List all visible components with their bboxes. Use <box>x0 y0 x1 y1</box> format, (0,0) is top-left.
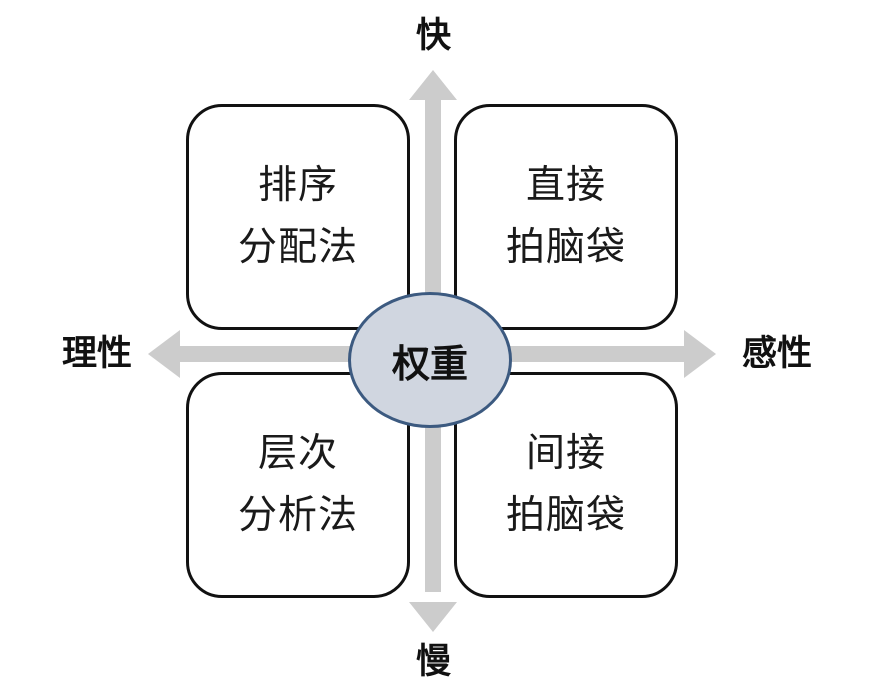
down-arrow-head <box>409 602 457 632</box>
quadrant-bottom-right: 间接 拍脑袋 <box>454 372 678 598</box>
axis-label-slow: 慢 <box>416 642 452 682</box>
axis-label-rational: 理性 <box>62 334 133 374</box>
quadrant-title: 层次 <box>257 431 338 476</box>
right-arrow-head <box>684 330 716 378</box>
quadrant-bottom-left: 层次 分析法 <box>186 372 410 598</box>
quadrant-top-left: 排序 分配法 <box>186 104 410 330</box>
quadrant-subtitle: 分析法 <box>237 493 358 538</box>
center-label: 权重 <box>391 341 468 386</box>
quadrant-title: 间接 <box>525 431 606 476</box>
quadrant-title: 直接 <box>525 163 606 208</box>
quadrant-subtitle: 拍脑袋 <box>505 493 626 538</box>
quadrant-subtitle: 拍脑袋 <box>505 225 626 270</box>
up-arrow-head <box>409 70 457 100</box>
left-arrow-head <box>148 330 180 378</box>
quadrant-subtitle: 分配法 <box>237 225 358 270</box>
quadrant-top-right: 直接 拍脑袋 <box>454 104 678 330</box>
quadrant-title: 排序 <box>257 163 338 208</box>
axis-label-emotional: 感性 <box>742 334 813 374</box>
center-weight-circle: 权重 <box>348 292 512 428</box>
axis-label-fast: 快 <box>416 16 452 56</box>
